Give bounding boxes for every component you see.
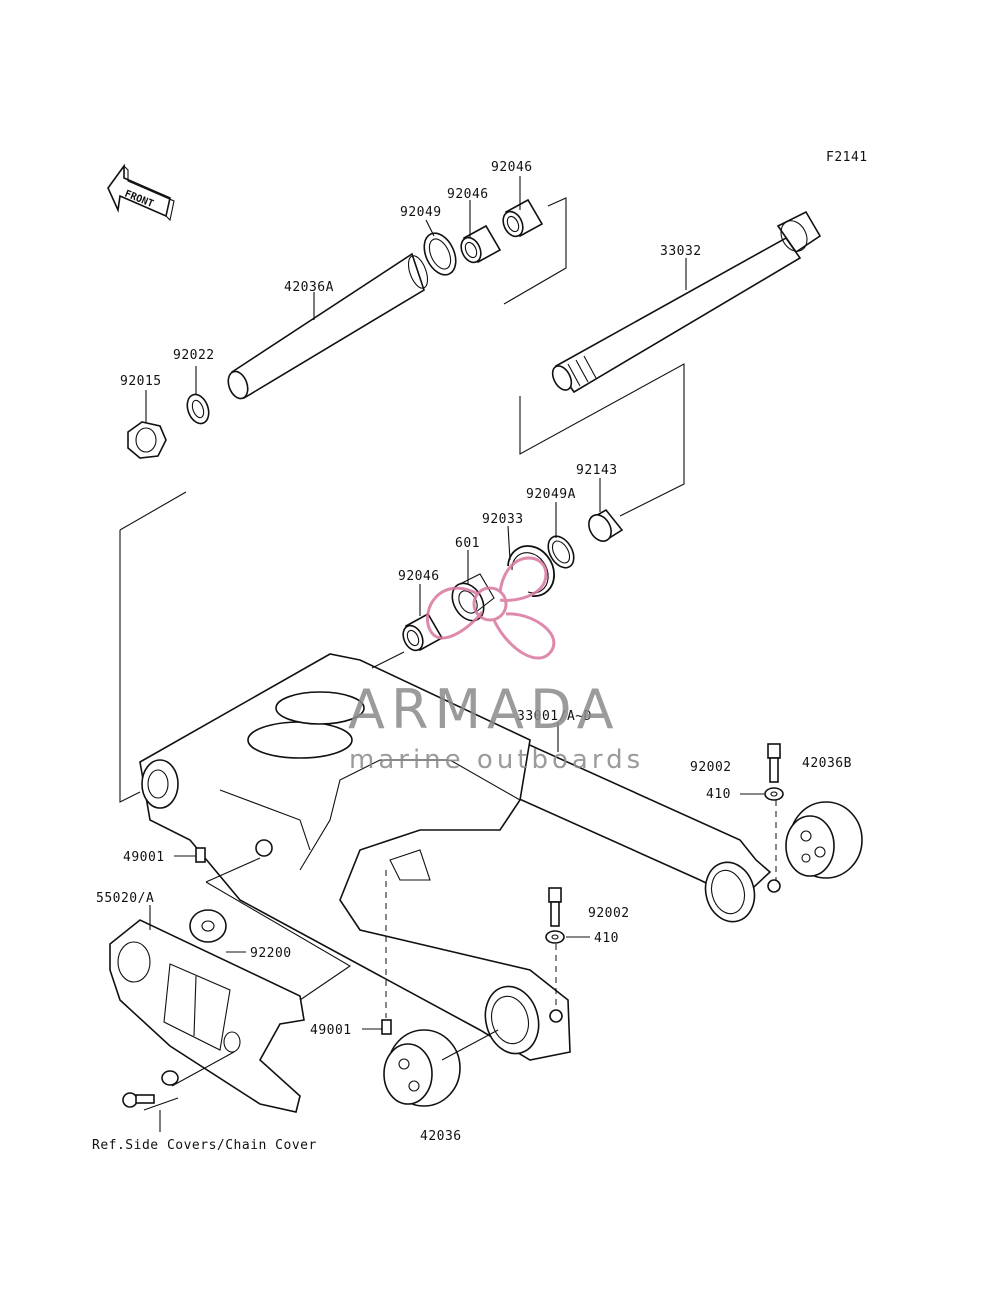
part-chain-guide-bolt: [122, 1092, 155, 1108]
callout-92049A: 92049A: [526, 487, 576, 502]
armada-watermark: ARMADA marine outboards: [348, 556, 644, 775]
part-92049A-seal: [547, 535, 575, 569]
callout-92049: 92049: [400, 205, 442, 220]
part-92046-bearing-mid: [460, 224, 502, 264]
callout-410-mid: 410: [594, 931, 619, 946]
callout-49001-lower: 49001: [310, 1023, 352, 1038]
callout-92046-mid: 92046: [447, 187, 489, 202]
part-92022-washer: [186, 393, 210, 425]
callout-42036B: 42036B: [802, 756, 852, 771]
watermark-tagline: marine outboards: [349, 745, 644, 775]
part-92033-circlip: [507, 545, 555, 597]
reference-note: Ref.Side Covers/Chain Cover: [92, 1138, 317, 1153]
part-92143-collar: [588, 508, 624, 542]
callout-92002-right: 92002: [690, 760, 732, 775]
part-49001-nipple-lower: [381, 1019, 392, 1035]
part-92046-bearing-low: [402, 612, 444, 652]
part-55020-chain-guide: [109, 919, 305, 1113]
callout-42036A: 42036A: [284, 280, 334, 295]
callout-labels: 92046 92046 92049 42036A 33032 92022 920…: [92, 160, 852, 1153]
callout-92200: 92200: [250, 946, 292, 961]
part-92049-seal: [423, 232, 457, 276]
part-49001-nipple-upper: [195, 847, 206, 863]
part-92002-bolt-right: [767, 743, 781, 783]
part-33001-swingarm: [139, 653, 781, 1061]
callout-92022: 92022: [173, 348, 215, 363]
callout-33001: 33001/A~D: [517, 709, 592, 724]
watermark-brand: ARMADA: [348, 678, 620, 741]
callout-55020: 55020/A: [96, 891, 154, 906]
part-42036B-eccentric: [785, 801, 863, 879]
part-92002-bolt-mid: [548, 887, 562, 927]
front-arrow-icon: FRONT: [107, 163, 175, 222]
part-42036A-tube: [227, 252, 429, 400]
part-33032-axle: [551, 210, 822, 394]
callout-410-right: 410: [706, 787, 731, 802]
part-chain-guide-washer: [161, 1070, 179, 1086]
figure-code: F2141: [826, 150, 868, 165]
callout-42036: 42036: [420, 1129, 462, 1144]
part-92046-bearing-top: [502, 198, 544, 238]
callout-92143: 92143: [576, 463, 618, 478]
callout-92002-mid: 92002: [588, 906, 630, 921]
part-410-washer-mid: [545, 930, 565, 944]
part-92200-washer: [189, 909, 227, 943]
callout-92046-top: 92046: [491, 160, 533, 175]
leader-lines: [119, 176, 777, 1132]
part-42036-eccentric: [383, 1029, 461, 1107]
callout-49001-upper: 49001: [123, 850, 165, 865]
propeller-logo-icon: [425, 556, 556, 660]
part-92015-nut: [127, 421, 167, 459]
callout-601: 601: [455, 536, 480, 551]
callout-92046-low: 92046: [398, 569, 440, 584]
part-410-washer-right: [764, 787, 784, 801]
callout-92033: 92033: [482, 512, 524, 527]
callout-33032: 33032: [660, 244, 702, 259]
callout-92015: 92015: [120, 374, 162, 389]
